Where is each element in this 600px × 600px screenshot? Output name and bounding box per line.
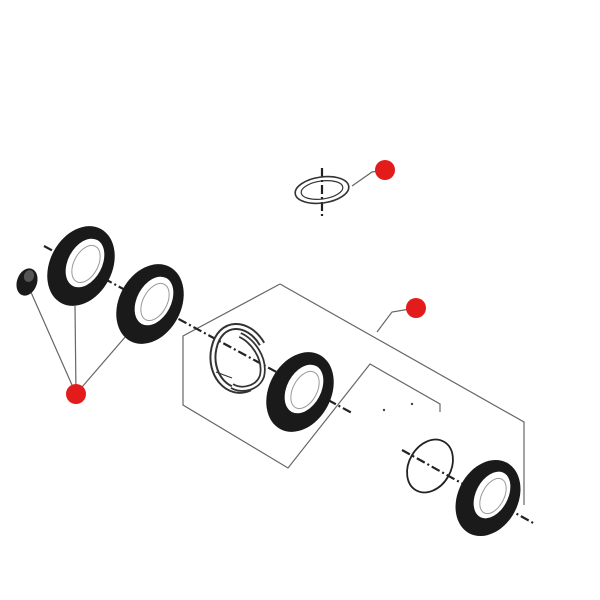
o-ring-small (294, 175, 350, 205)
oil-seal-3 (266, 352, 334, 432)
split-ring (209, 323, 266, 394)
leader-line-3a (29, 289, 77, 395)
o-ring-large (406, 438, 454, 494)
small-specks (382, 402, 414, 412)
oil-seal-4 (455, 459, 521, 537)
oil-seal-1 (47, 226, 115, 306)
callout-marker-3[interactable] (66, 384, 86, 404)
callout-marker-1[interactable] (375, 160, 395, 180)
cap-seal (16, 268, 38, 296)
leader-line-3c (75, 335, 127, 395)
leader-lines (29, 169, 525, 505)
leader-line-3b (74, 305, 77, 395)
oil-seal-2 (116, 264, 184, 344)
callout-marker-2[interactable] (406, 298, 426, 318)
outer-bracket-right (279, 283, 525, 505)
outer-bracket (182, 283, 441, 469)
